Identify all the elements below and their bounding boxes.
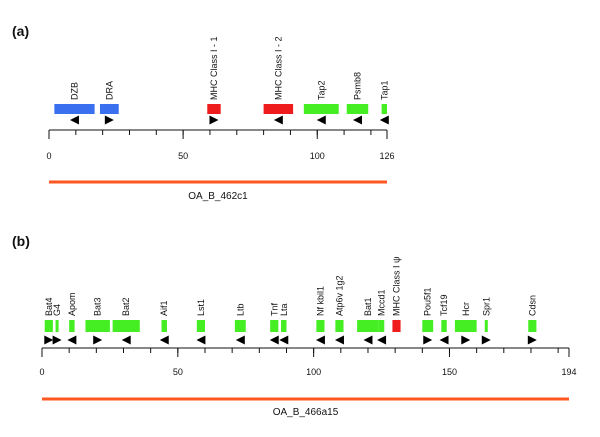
arrow-left-icon — [67, 335, 77, 345]
arrow-left-icon — [363, 335, 373, 345]
gene-label: Cdsn — [527, 295, 537, 316]
gene-label: Pou5f1 — [423, 287, 433, 316]
gene-block — [112, 320, 140, 332]
gene-block — [335, 320, 344, 332]
gene-block — [161, 320, 167, 332]
axis-tick-label: 50 — [173, 367, 183, 377]
gene-block — [207, 104, 221, 114]
gene-block — [357, 320, 379, 332]
gene-label: DRA — [104, 81, 114, 100]
axis-tick-label: 0 — [46, 151, 51, 161]
arrow-right-icon — [104, 115, 114, 125]
gene-block — [54, 104, 95, 114]
panel-label: (a) — [12, 23, 29, 39]
arrow-left-icon — [159, 335, 169, 345]
arrow-right-icon — [481, 335, 491, 345]
arrow-left-icon — [196, 335, 206, 345]
clone-label: OA_B_462c1 — [188, 191, 248, 202]
axis-tick-label: 126 — [379, 151, 394, 161]
gene-label: Bat1 — [363, 297, 373, 316]
gene-label: G4 — [52, 304, 62, 316]
gene-block — [422, 320, 434, 332]
axis-tick-label: 100 — [310, 151, 325, 161]
gene-label: Mccd1 — [377, 289, 387, 316]
gene-block — [392, 320, 401, 332]
axis-tick-label: 50 — [178, 151, 188, 161]
gene-block — [85, 320, 110, 332]
arrow-left-icon — [69, 115, 79, 125]
arrow-left-icon — [235, 335, 245, 345]
arrow-left-icon — [334, 335, 344, 345]
arrow-left-icon — [315, 335, 325, 345]
gene-block — [303, 104, 339, 114]
axis-tick-label: 100 — [306, 367, 321, 377]
gene-block — [528, 320, 537, 332]
clone-bar — [42, 397, 569, 401]
clone-label: OA_B_466a15 — [273, 407, 339, 418]
gene-label: Bat3 — [93, 297, 103, 316]
arrow-left-icon — [269, 335, 279, 345]
gene-label: Lta — [279, 303, 289, 316]
gene-label: Psmb8 — [352, 72, 362, 100]
gene-block — [234, 320, 246, 332]
gene-block — [69, 320, 75, 332]
gene-label: MHC Class I - 2 — [273, 36, 283, 100]
gene-block — [281, 320, 287, 332]
gene-label: Bat4 — [44, 297, 54, 316]
gene-block — [381, 104, 387, 114]
arrow-left-icon — [377, 335, 387, 345]
gene-label: Nf kbil1 — [315, 286, 325, 316]
gene-label: Ltb — [235, 303, 245, 316]
gene-block — [263, 104, 294, 114]
panel-label: (b) — [12, 233, 30, 249]
arrow-left-icon — [439, 335, 449, 345]
arrow-right-icon — [209, 115, 219, 125]
gene-label: Bat2 — [121, 297, 131, 316]
gene-label: Lst1 — [196, 299, 206, 316]
gene-block — [454, 320, 477, 332]
gene-block — [484, 320, 488, 332]
gene-label: Spr1 — [481, 297, 491, 316]
gene-block — [44, 320, 53, 332]
arrow-left-icon — [379, 115, 389, 125]
clone-bar — [49, 180, 387, 184]
gene-label: DZB — [69, 82, 79, 100]
gene-block — [316, 320, 325, 332]
gene-block — [378, 320, 385, 332]
arrow-left-icon — [316, 115, 326, 125]
gene-label: Tap2 — [316, 80, 326, 100]
arrow-left-icon — [352, 115, 362, 125]
gene-label: Aif1 — [159, 300, 169, 316]
gene-block — [346, 104, 369, 114]
gene-label: MHC Class I - 1 — [209, 36, 219, 100]
arrow-right-icon — [93, 335, 103, 345]
gene-label: Tnf — [269, 302, 279, 316]
axis-tick-label: 150 — [442, 367, 457, 377]
gene-label: Atp6v 1g2 — [334, 275, 344, 316]
arrow-right-icon — [52, 335, 62, 345]
axis-tick-label: 0 — [39, 367, 44, 377]
arrow-right-icon — [44, 335, 54, 345]
gene-block — [441, 320, 447, 332]
arrow-left-icon — [121, 335, 131, 345]
arrow-right-icon — [423, 335, 433, 345]
gene-label: Tcf19 — [439, 294, 449, 316]
axis-tick-label: 194 — [561, 367, 576, 377]
arrow-left-icon — [273, 115, 283, 125]
gene-block — [270, 320, 279, 332]
arrow-right-icon — [527, 335, 537, 345]
gene-block — [99, 104, 119, 114]
gene-label: Apom — [67, 292, 77, 316]
gene-label: MHC Class I ψ — [392, 257, 402, 316]
arrow-left-icon — [279, 335, 289, 345]
gene-label: Tap1 — [379, 80, 389, 100]
gene-block — [196, 320, 205, 332]
arrow-right-icon — [461, 335, 471, 345]
gene-block — [55, 320, 59, 332]
gene-label: Hcr — [461, 302, 471, 316]
